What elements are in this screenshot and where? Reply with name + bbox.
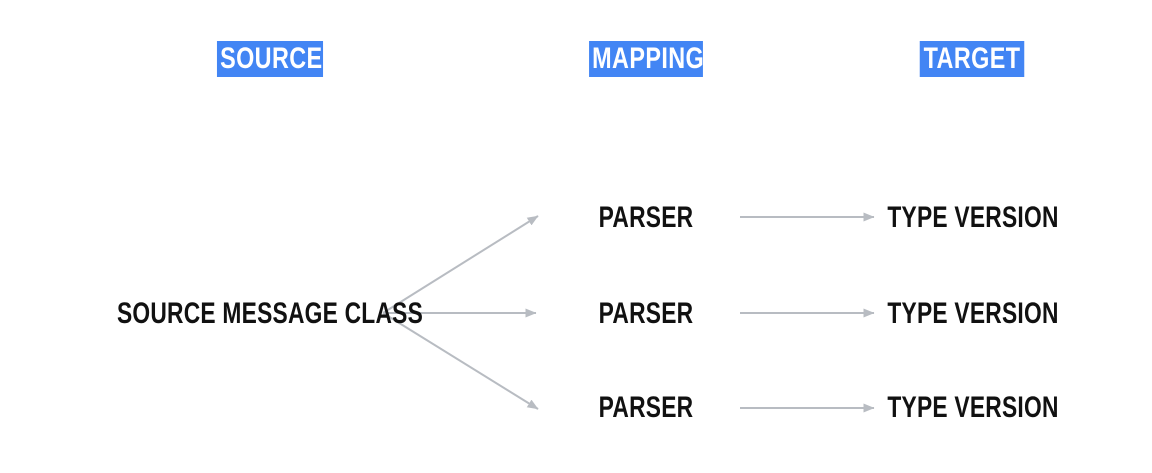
node-type-version-3: TYPE VERSION: [887, 391, 1059, 424]
node-parser-3: PARSER: [598, 391, 694, 424]
node-type-version-2: TYPE VERSION: [887, 297, 1059, 330]
node-parser-1: PARSER: [598, 201, 694, 234]
column-header-source: SOURCE: [216, 41, 324, 77]
node-type-version-1: TYPE VERSION: [887, 201, 1059, 234]
column-header-mapping: MAPPING: [589, 41, 704, 77]
node-source-message-class: SOURCE MESSAGE CLASS: [116, 297, 424, 330]
column-header-target: TARGET: [919, 41, 1025, 77]
node-parser-2: PARSER: [598, 297, 694, 330]
